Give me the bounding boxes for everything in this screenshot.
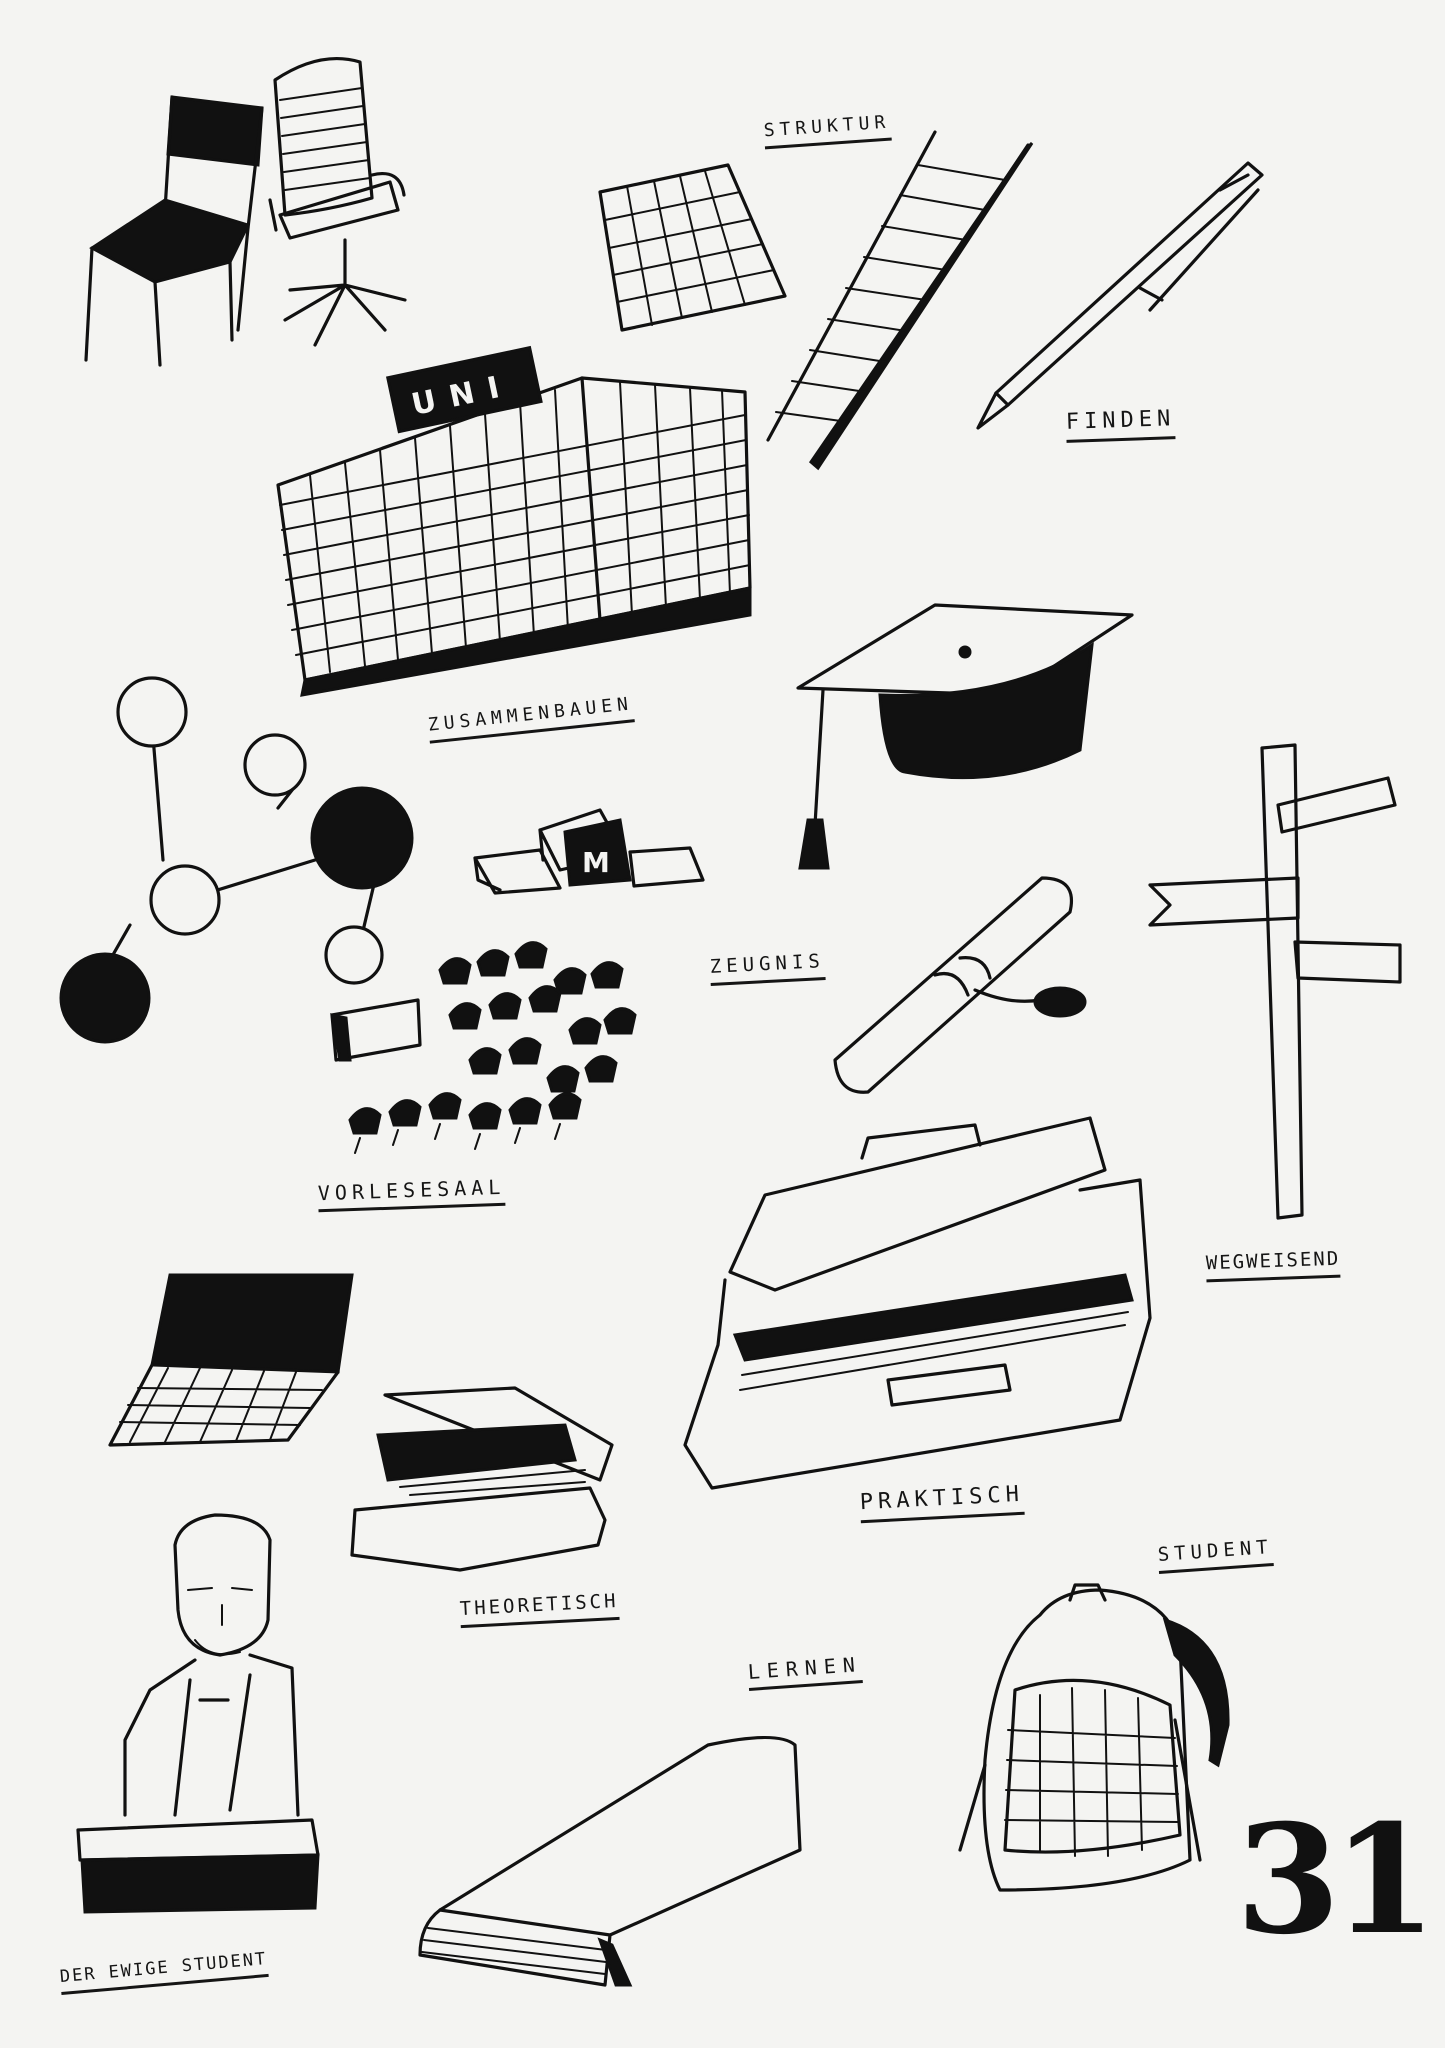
- university-building-icon: UNI: [276, 345, 752, 697]
- label-finden: FINDEN: [1065, 406, 1176, 443]
- label-wegweisend: WEGWEISEND: [1205, 1248, 1341, 1283]
- briefcase-icon: [683, 1116, 1152, 1490]
- lecture-hall-icon: [330, 941, 637, 1154]
- page-number: 31: [1236, 1792, 1437, 1968]
- graduation-cap-icon: [796, 603, 1134, 870]
- book-icon: [418, 1735, 802, 1987]
- molecule-icon: [59, 676, 414, 1044]
- ladder-icon: [766, 130, 1034, 471]
- bust-icon: [76, 1513, 320, 1914]
- backpack-icon: [958, 1583, 1230, 1892]
- signpost-icon: [1148, 743, 1402, 1220]
- grid-icon: [598, 163, 787, 332]
- card-box-icon: [350, 1386, 614, 1572]
- block-letter: M: [582, 846, 610, 879]
- pen-icon: [976, 161, 1264, 430]
- laptop-icon: [108, 1273, 354, 1447]
- office-chair-icon: [268, 56, 407, 347]
- diploma-scroll-icon: [833, 876, 1087, 1094]
- building-blocks-icon: M: [473, 808, 705, 895]
- chair-icon: [84, 95, 264, 367]
